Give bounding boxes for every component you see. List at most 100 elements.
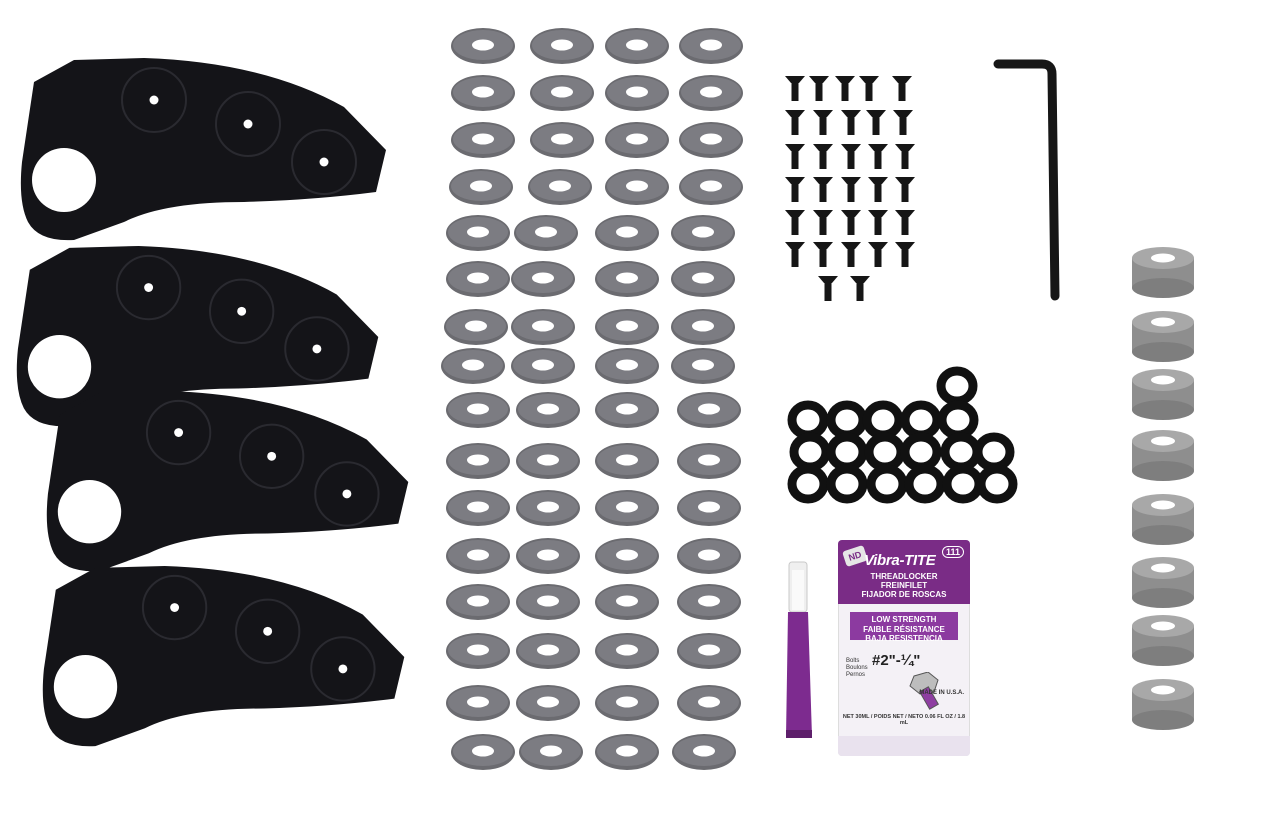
washer — [679, 169, 743, 205]
spacer — [1132, 557, 1194, 608]
flat-head-screw — [813, 242, 833, 267]
bracket — [16, 245, 379, 427]
washer — [446, 443, 510, 479]
flat-head-screw — [813, 210, 833, 235]
product-line-2: FREINFILET — [880, 581, 928, 590]
bracket-hole — [174, 428, 184, 437]
bracket-hole — [237, 306, 247, 316]
washer — [595, 443, 659, 479]
flat-head-screw — [809, 76, 829, 101]
o-ring — [826, 432, 868, 472]
o-ring — [973, 432, 1015, 472]
spacer — [1132, 494, 1194, 545]
washer — [671, 215, 735, 251]
packet-footer — [838, 736, 970, 756]
flat-head-screw — [813, 110, 833, 135]
washer — [516, 584, 580, 620]
washer — [679, 75, 743, 111]
washer — [446, 261, 510, 297]
flat-head-screw — [866, 110, 886, 135]
bracket — [20, 58, 386, 241]
washer — [516, 490, 580, 526]
bracket — [42, 565, 405, 747]
bracket-hole — [267, 451, 277, 461]
flat-head-screw — [868, 242, 888, 267]
washer — [671, 309, 735, 345]
washer — [446, 685, 510, 721]
product-line-3: FIJADOR DE ROSCAS — [861, 590, 947, 599]
washer — [595, 734, 659, 770]
washer — [446, 584, 510, 620]
washer — [451, 734, 515, 770]
flat-head-screw — [785, 242, 805, 267]
washer — [528, 169, 592, 205]
washer — [605, 169, 669, 205]
washer — [530, 28, 594, 64]
flat-head-screw — [841, 177, 861, 202]
strength-line-3: BAJA RESISTENCIA — [865, 634, 943, 643]
bracket-hole — [342, 489, 352, 499]
washer — [446, 215, 510, 251]
washer — [441, 348, 505, 384]
washer — [605, 122, 669, 158]
washer — [516, 392, 580, 428]
bolt-size: #2"-¼" — [872, 652, 921, 669]
o-ring — [942, 464, 984, 504]
washer — [451, 28, 515, 64]
washer — [446, 633, 510, 669]
washer — [679, 28, 743, 64]
washer — [451, 122, 515, 158]
washer — [516, 633, 580, 669]
spacer — [1132, 679, 1194, 730]
flat-head-screw — [895, 210, 915, 235]
washer — [595, 490, 659, 526]
bracket-hole — [312, 344, 322, 354]
bracket-hole — [338, 664, 348, 674]
made-in-usa: MADE IN U.S.A. — [919, 690, 964, 696]
washer — [451, 75, 515, 111]
flat-head-screw — [785, 210, 805, 235]
flat-head-screw — [868, 177, 888, 202]
washer — [677, 490, 741, 526]
washer — [671, 261, 735, 297]
washer — [677, 685, 741, 721]
flat-head-screw — [785, 110, 805, 135]
bracket-group — [16, 58, 409, 747]
o-ring — [862, 400, 904, 440]
flat-head-screw — [868, 210, 888, 235]
flat-head-screw — [895, 144, 915, 169]
washer — [595, 633, 659, 669]
o-ring — [866, 464, 908, 504]
o-ring — [789, 432, 831, 472]
flat-head-screw — [841, 110, 861, 135]
bracket-hole — [170, 603, 180, 612]
flat-head-screw — [892, 76, 912, 101]
flat-head-screw — [895, 177, 915, 202]
packet-product-lines: THREADLOCKER FREINFILET FIJADOR DE ROSCA… — [838, 572, 970, 599]
o-ring — [787, 464, 829, 504]
flat-head-screw — [835, 76, 855, 101]
bracket-hole — [319, 157, 329, 167]
washer — [516, 443, 580, 479]
o-ring — [976, 464, 1018, 504]
flat-head-screw — [895, 242, 915, 267]
product-line-1: THREADLOCKER — [870, 572, 938, 581]
o-ring — [826, 464, 868, 504]
flat-head-screw — [841, 144, 861, 169]
washer — [449, 169, 513, 205]
packet-brand: Vibra-TITE — [864, 552, 936, 569]
spacer — [1132, 615, 1194, 666]
washer — [514, 215, 578, 251]
flat-head-screw — [859, 76, 879, 101]
washer — [605, 28, 669, 64]
washer — [595, 685, 659, 721]
o-ring — [900, 432, 942, 472]
spacer — [1132, 311, 1194, 362]
flat-head-screw — [850, 276, 870, 301]
o-ring — [937, 400, 979, 440]
bracket-hole — [144, 283, 154, 292]
washer — [677, 538, 741, 574]
washer — [677, 392, 741, 428]
o-ring — [940, 432, 982, 472]
product-code-badge: 111 — [941, 546, 964, 558]
